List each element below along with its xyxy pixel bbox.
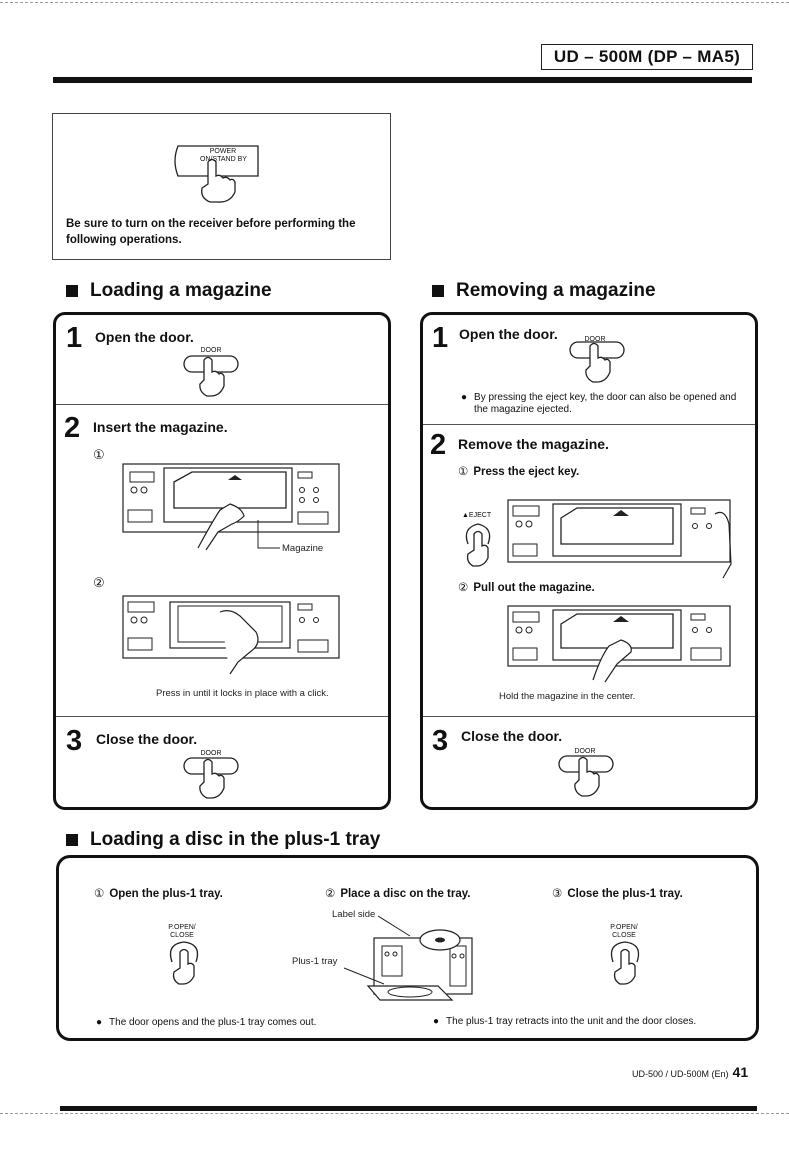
magazine-insert-illustration bbox=[122, 463, 340, 551]
power-button-icon bbox=[174, 145, 259, 203]
door-button-icon bbox=[183, 355, 239, 397]
plus1-panel bbox=[56, 855, 759, 1041]
substep-text: Press the eject key. bbox=[473, 466, 580, 478]
popen-label-right: P.OPEN/ CLOSE bbox=[610, 924, 638, 939]
popen-label-left: P.OPEN/ CLOSE bbox=[168, 924, 196, 939]
plus1-tray-text: Plus-1 tray bbox=[292, 956, 338, 967]
eject-button-hand-icon bbox=[465, 523, 491, 567]
substep-marker: ① bbox=[458, 466, 469, 478]
top-dashed-rule bbox=[0, 2, 789, 3]
power-button-label: POWER ON/STAND BY bbox=[200, 148, 247, 163]
page-number: 41 bbox=[732, 1064, 749, 1080]
loading-step2-title: Insert the magazine. bbox=[93, 419, 228, 435]
footer-dashed-rule bbox=[0, 1113, 789, 1114]
removing-substep2: ② Pull out the magazine. bbox=[458, 580, 595, 594]
label-side-text: Label side bbox=[332, 909, 376, 920]
pull-magazine-illustration bbox=[507, 605, 731, 683]
substep-marker: ② bbox=[458, 582, 469, 594]
plus1-section-title: Loading a disc in the plus-1 tray bbox=[66, 829, 380, 851]
plus1-bullet1: ● The door opens and the plus-1 tray com… bbox=[96, 1017, 316, 1028]
plus1-step1: ① Open the plus-1 tray. bbox=[94, 886, 223, 900]
removing-step2-number: 2 bbox=[430, 429, 447, 461]
magazine-label: Magazine bbox=[282, 543, 324, 554]
removing-step1-title: Open the door. bbox=[459, 326, 558, 342]
popen-button-hand-icon bbox=[169, 941, 199, 985]
removing-title-text: Removing a magazine bbox=[456, 280, 656, 301]
plus1-title-text: Loading a disc in the plus-1 tray bbox=[90, 829, 381, 850]
removing-substep1: ① Press the eject key. bbox=[458, 464, 579, 478]
bullet-square bbox=[432, 285, 444, 297]
bullet-dot: ● bbox=[433, 1016, 440, 1027]
loading-panel bbox=[53, 312, 391, 810]
removing-section-title: Removing a magazine bbox=[432, 280, 656, 302]
door-button-label: DOOR bbox=[200, 750, 222, 757]
disc-tray-illustration bbox=[343, 915, 473, 1001]
magazine-push-illustration bbox=[122, 595, 340, 675]
door-button-label: DOOR bbox=[584, 336, 606, 343]
plus1-bullet2-text: The plus-1 tray retracts into the unit a… bbox=[446, 1016, 697, 1027]
eject-illustration bbox=[507, 499, 732, 579]
loading-caption: Press in until it locks in place with a … bbox=[156, 688, 329, 699]
loading-step3-title: Close the door. bbox=[96, 731, 198, 747]
step-text: Open the plus-1 tray. bbox=[109, 888, 223, 900]
footer-model-text: UD-500 / UD-500M (En) bbox=[632, 1069, 729, 1079]
loading-title-text: Loading a magazine bbox=[90, 280, 272, 301]
bullet-dot: ● bbox=[461, 392, 468, 403]
loading-step1-title: Open the door. bbox=[95, 329, 194, 345]
door-button-icon bbox=[183, 757, 239, 799]
loading-sep1 bbox=[56, 404, 388, 405]
removing-step1-number: 1 bbox=[432, 322, 449, 354]
loading-step1-number: 1 bbox=[66, 322, 83, 354]
step-marker: ③ bbox=[552, 888, 563, 900]
footer-rule bbox=[60, 1106, 757, 1111]
removing-step3-number: 3 bbox=[432, 725, 449, 757]
popen-button-hand-icon bbox=[610, 941, 640, 985]
plus1-step2: ② Place a disc on the tray. bbox=[325, 886, 471, 900]
door-button-icon bbox=[558, 755, 614, 797]
loading-sep2 bbox=[56, 716, 388, 717]
removing-panel bbox=[420, 312, 758, 810]
loading-section-title: Loading a magazine bbox=[66, 280, 272, 302]
removing-sep1 bbox=[423, 424, 755, 425]
removing-step2-title: Remove the magazine. bbox=[458, 436, 609, 452]
door-button-label: DOOR bbox=[200, 347, 222, 354]
step-marker: ② bbox=[325, 888, 336, 900]
loading-step3-number: 3 bbox=[66, 725, 83, 757]
bullet-dot: ● bbox=[96, 1017, 103, 1028]
model-header: UD – 500M (DP – MA5) bbox=[541, 44, 753, 70]
door-button-icon bbox=[569, 341, 625, 383]
note-text: Be sure to turn on the receiver before p… bbox=[66, 218, 356, 246]
removing-bullet: ● By pressing the eject key, the door ca… bbox=[461, 392, 746, 416]
plus1-step3: ③ Close the plus-1 tray. bbox=[552, 886, 683, 900]
door-button-label: DOOR bbox=[574, 748, 596, 755]
loading-substep1-marker: ① bbox=[93, 447, 105, 462]
loading-substep2-marker: ② bbox=[93, 575, 105, 590]
removing-bullet-text: By pressing the eject key, the door can … bbox=[474, 392, 737, 415]
step-text: Close the plus-1 tray. bbox=[567, 888, 683, 900]
loading-step2-number: 2 bbox=[64, 412, 81, 444]
removing-caption: Hold the magazine in the center. bbox=[499, 691, 636, 702]
bullet-square bbox=[66, 834, 78, 846]
eject-label: ▲EJECT bbox=[462, 512, 492, 519]
bullet-square bbox=[66, 285, 78, 297]
removing-step3-title: Close the door. bbox=[461, 728, 563, 744]
removing-sep2 bbox=[423, 716, 755, 717]
substep-text: Pull out the magazine. bbox=[473, 582, 595, 594]
step-text: Place a disc on the tray. bbox=[340, 888, 471, 900]
footer-model: UD-500 / UD-500M (En) 41 bbox=[632, 1064, 748, 1080]
step-marker: ① bbox=[94, 888, 105, 900]
plus1-bullet2: ● The plus-1 tray retracts into the unit… bbox=[433, 1016, 696, 1027]
header-rule bbox=[53, 77, 752, 83]
note-box bbox=[52, 113, 391, 260]
plus1-bullet1-text: The door opens and the plus-1 tray comes… bbox=[109, 1017, 317, 1028]
